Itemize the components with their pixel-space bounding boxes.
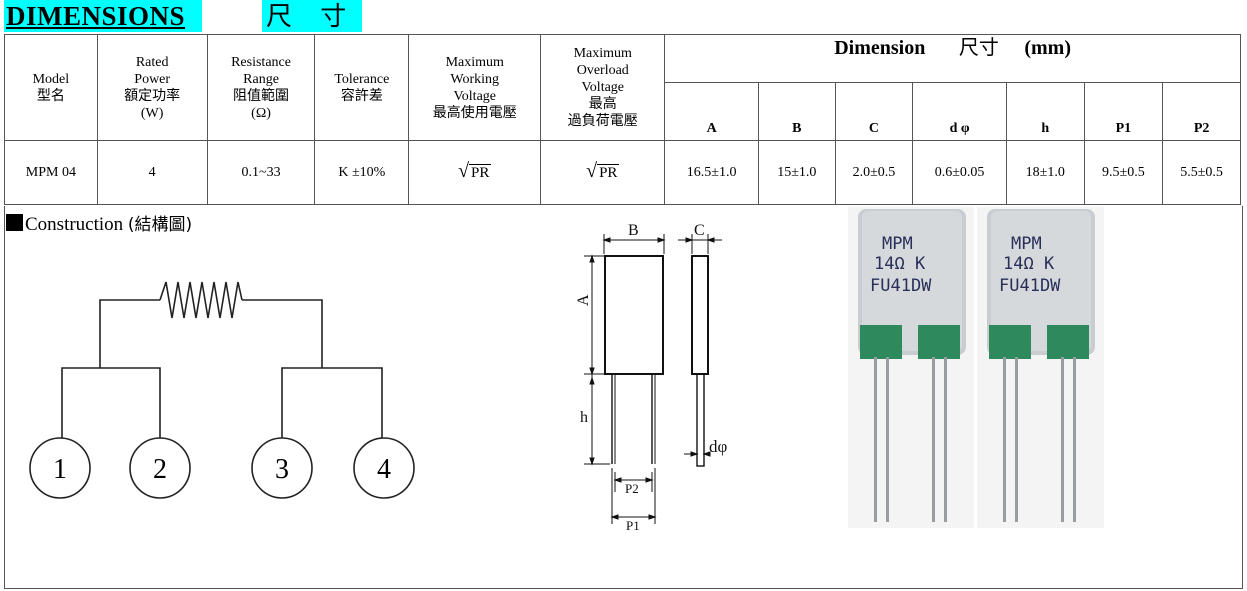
photo1-marking-2: 14Ω K <box>874 254 926 274</box>
dimension-drawing: B C A h P2 P1 dφ <box>575 222 728 533</box>
bullet-square-icon <box>6 214 23 231</box>
cell-range: 0.1~33 <box>206 140 316 205</box>
cell-dim-h: 18±1.0 <box>1005 140 1085 205</box>
dim-label-p2: P2 <box>625 481 639 496</box>
photo2-marking-2: 14Ω K <box>1003 254 1055 274</box>
dim-label-c: C <box>694 222 705 239</box>
header-dim-h: h <box>1005 82 1085 141</box>
construction-panel <box>4 206 1243 589</box>
dim-label-b: B <box>628 222 639 239</box>
terminal-2: 2 <box>153 454 167 485</box>
title-bar: DIMENSIONS 尺 寸 <box>4 0 362 34</box>
component-photo-1: MPM 14Ω K FU41DW <box>848 207 974 528</box>
dim-label-a: A <box>575 294 592 306</box>
header-dim-dphi: d φ <box>912 82 1007 141</box>
cell-dim-p1: 9.5±0.5 <box>1083 140 1164 205</box>
cell-tolerance: K ±10% <box>314 140 410 205</box>
component-photo-2: MPM 14Ω K FU41DW <box>977 207 1104 528</box>
cell-dim-c: 2.0±0.5 <box>834 140 914 205</box>
terminal-4: 4 <box>377 454 391 485</box>
header-dim-c: C <box>834 82 914 141</box>
dim-label-dphi: dφ <box>709 437 728 456</box>
header-dim-b: B <box>758 82 836 141</box>
photo2-marking-3: FU41DW <box>999 276 1061 296</box>
terminal-1: 1 <box>53 454 67 485</box>
cell-dim-p2: 5.5±0.5 <box>1162 140 1241 205</box>
cell-max-working: √PR <box>408 140 542 205</box>
construction-schematic: 1 2 3 4 <box>29 281 415 499</box>
photo1-marking-1: MPM <box>882 234 913 254</box>
cell-max-overload: √PR <box>540 140 666 205</box>
title-dimensions-cn: 尺 寸 <box>262 0 362 32</box>
photo1-marking-3: FU41DW <box>870 276 932 296</box>
terminal-3: 3 <box>275 454 289 485</box>
header-dim-p2: P2 <box>1162 82 1241 141</box>
cell-model: MPM 04 <box>4 140 98 205</box>
construction-label: Construction (結構圖) <box>6 210 192 236</box>
header-dim-a: A <box>664 82 759 141</box>
cell-dim-a: 16.5±1.0 <box>664 140 759 205</box>
header-dim-p1: P1 <box>1083 82 1164 141</box>
dim-label-h: h <box>580 409 588 426</box>
dim-label-p1: P1 <box>626 518 640 533</box>
title-dimensions: DIMENSIONS <box>4 0 202 32</box>
cell-power: 4 <box>96 140 208 205</box>
cell-dim-b: 15±1.0 <box>758 140 836 205</box>
cell-dim-dphi: 0.6±0.05 <box>912 140 1007 205</box>
header-dimension: Dimension 尺寸 (mm) <box>664 34 1241 83</box>
photo2-marking-1: MPM <box>1011 234 1042 254</box>
